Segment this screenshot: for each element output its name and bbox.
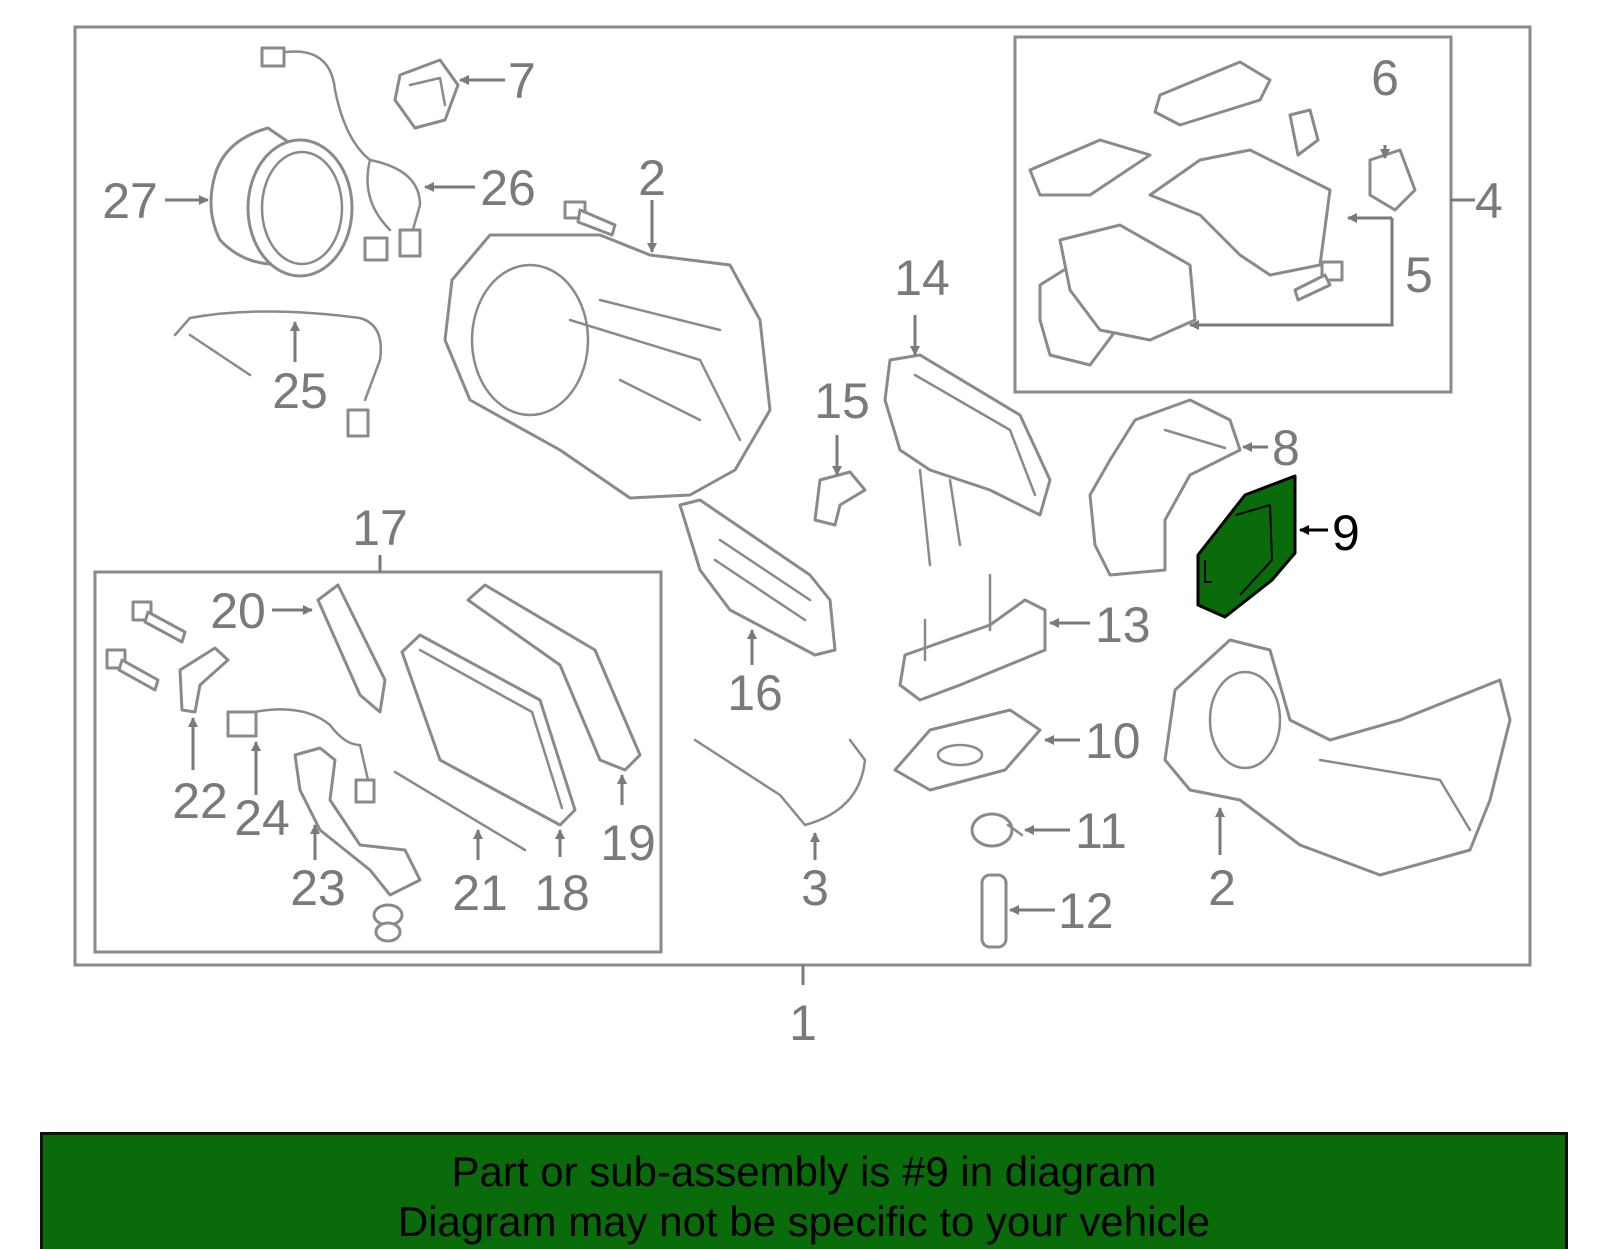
label-19: 19 xyxy=(600,815,656,871)
label-3: 3 xyxy=(801,860,829,916)
label-5: 5 xyxy=(1405,247,1433,303)
label-18: 18 xyxy=(534,865,590,921)
part-bolts-17[interactable] xyxy=(105,600,187,692)
part-19-pad[interactable] xyxy=(466,583,642,772)
label-14: 14 xyxy=(894,250,950,306)
part-7-sensor[interactable] xyxy=(393,58,460,130)
subassembly-box-4 xyxy=(1013,35,1453,394)
label-21: 21 xyxy=(452,865,508,921)
part-15-clip[interactable] xyxy=(813,470,867,527)
label-10: 10 xyxy=(1085,713,1141,769)
part-2-heater-case[interactable] xyxy=(443,233,772,500)
label-20: 20 xyxy=(210,583,266,639)
label-13: 13 xyxy=(1095,597,1151,653)
part-12-tube[interactable] xyxy=(980,873,1008,949)
part-25-cable[interactable] xyxy=(173,310,383,438)
part-18-core[interactable] xyxy=(400,633,577,827)
part-23-pipe[interactable] xyxy=(293,746,422,897)
part-valve[interactable] xyxy=(372,903,404,943)
part-6-clip[interactable] xyxy=(1368,148,1417,212)
part-4-subassembly[interactable] xyxy=(1028,60,1332,367)
label-9: 9 xyxy=(1332,505,1360,561)
part-14-evaporator[interactable] xyxy=(883,353,1052,567)
label-25: 25 xyxy=(272,363,328,419)
part-2-blower-case[interactable] xyxy=(1163,638,1512,877)
label-7: 7 xyxy=(508,53,536,109)
part-16-panel[interactable] xyxy=(678,498,837,657)
part-5-bolt[interactable] xyxy=(1293,260,1344,302)
parts-diagram: 1 2 2 3 4 5 6 7 8 9 10 11 12 13 14 15 16… xyxy=(73,25,1532,1051)
label-26: 26 xyxy=(480,160,536,216)
part-9-highlighted[interactable] xyxy=(1196,474,1297,619)
part-3-rod[interactable] xyxy=(693,738,867,827)
label-24: 24 xyxy=(234,790,290,846)
label-17: 17 xyxy=(352,500,408,556)
label-15: 15 xyxy=(814,373,870,429)
label-11: 11 xyxy=(1075,803,1127,859)
part-24-sensor[interactable] xyxy=(226,708,376,804)
leader-lines xyxy=(165,75,1475,985)
label-22: 22 xyxy=(172,773,228,829)
label-2-top: 2 xyxy=(638,150,666,206)
label-23: 23 xyxy=(290,860,346,916)
label-1: 1 xyxy=(789,995,817,1051)
part-13-bracket[interactable] xyxy=(898,573,1047,702)
part-11-grommet[interactable] xyxy=(970,812,1024,848)
label-8: 8 xyxy=(1272,420,1300,476)
label-27: 27 xyxy=(102,173,158,229)
part-21-strip[interactable] xyxy=(393,770,527,852)
label-6: 6 xyxy=(1371,50,1399,106)
banner-line-2: Diagram may not be specific to your vehi… xyxy=(397,1198,1211,1245)
part-10-plate[interactable] xyxy=(893,708,1042,792)
part-8-duct[interactable] xyxy=(1088,398,1242,577)
part-20-seal[interactable] xyxy=(316,583,387,714)
label-4: 4 xyxy=(1475,173,1503,229)
part-22-fitting[interactable] xyxy=(178,646,230,714)
part-26-wire-harness[interactable] xyxy=(260,46,422,262)
part-bolt-top[interactable] xyxy=(563,200,617,237)
label-2-bottom: 2 xyxy=(1208,860,1236,916)
subassembly-box-17 xyxy=(93,570,663,954)
banner-line-1: Part or sub-assembly is #9 in diagram xyxy=(451,1148,1157,1195)
info-banner: Part or sub-assembly is #9 in diagram Di… xyxy=(40,1132,1568,1249)
label-12: 12 xyxy=(1058,883,1114,939)
label-16: 16 xyxy=(727,665,783,721)
part-27-blower-motor[interactable] xyxy=(209,126,354,278)
